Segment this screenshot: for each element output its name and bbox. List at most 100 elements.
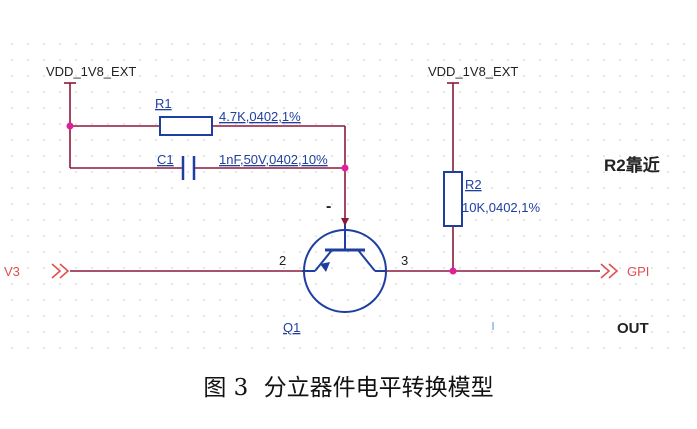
r1-resistor	[159, 116, 213, 136]
grid-dot	[251, 331, 253, 333]
grid-dot	[587, 347, 589, 349]
grid-dot	[555, 43, 557, 45]
grid-dot	[411, 267, 413, 269]
grid-dot	[123, 331, 125, 333]
grid-dot	[203, 59, 205, 61]
grid-dot	[235, 43, 237, 45]
grid-dot	[683, 299, 685, 301]
grid-dot	[187, 299, 189, 301]
junction-dot	[66, 122, 74, 130]
grid-dot	[139, 59, 141, 61]
grid-dot	[283, 315, 285, 317]
grid-dot	[635, 75, 637, 77]
grid-dot	[539, 331, 541, 333]
grid-dot	[219, 139, 221, 141]
r2-ref: R2	[465, 177, 482, 192]
grid-dot	[395, 267, 397, 269]
grid-dot	[123, 315, 125, 317]
grid-dot	[395, 331, 397, 333]
grid-dot	[283, 171, 285, 173]
grid-dot	[539, 171, 541, 173]
grid-dot	[107, 347, 109, 349]
grid-dot	[667, 43, 669, 45]
grid-dot	[587, 187, 589, 189]
grid-dot	[571, 251, 573, 253]
grid-dot	[491, 283, 493, 285]
grid-dot	[91, 59, 93, 61]
grid-dot	[459, 123, 461, 125]
grid-dot	[443, 251, 445, 253]
grid-dot	[523, 219, 525, 221]
grid-dot	[363, 315, 365, 317]
grid-dot	[587, 219, 589, 221]
grid-dot	[523, 139, 525, 141]
grid-dot	[475, 59, 477, 61]
grid-dot	[27, 203, 29, 205]
grid-dot	[171, 299, 173, 301]
grid-dot	[107, 315, 109, 317]
grid-dot	[555, 331, 557, 333]
grid-dot	[507, 59, 509, 61]
grid-dot	[123, 75, 125, 77]
grid-dot	[347, 75, 349, 77]
grid-dot	[267, 251, 269, 253]
grid-dot	[187, 235, 189, 237]
grid-dot	[603, 283, 605, 285]
grid-dot	[107, 219, 109, 221]
grid-dot	[203, 347, 205, 349]
grid-dot	[395, 123, 397, 125]
grid-dot	[443, 75, 445, 77]
grid-dot	[139, 315, 141, 317]
grid-dot	[283, 203, 285, 205]
grid-dot	[267, 235, 269, 237]
grid-dot	[283, 235, 285, 237]
grid-dot	[91, 299, 93, 301]
grid-dot	[219, 283, 221, 285]
grid-dot	[11, 331, 13, 333]
grid-dot	[59, 171, 61, 173]
grid-dot	[219, 171, 221, 173]
grid-dot	[59, 139, 61, 141]
grid-dot	[523, 235, 525, 237]
grid-dot	[219, 59, 221, 61]
grid-dot	[315, 315, 317, 317]
grid-dot	[235, 251, 237, 253]
grid-dot	[267, 155, 269, 157]
grid-dot	[75, 123, 77, 125]
grid-dot	[235, 91, 237, 93]
grid-dot	[91, 91, 93, 93]
grid-dot	[395, 347, 397, 349]
grid-dot	[363, 331, 365, 333]
grid-dot	[603, 235, 605, 237]
grid-dot	[395, 315, 397, 317]
grid-dot	[155, 91, 157, 93]
grid-dot	[139, 155, 141, 157]
grid-dot	[427, 59, 429, 61]
grid-dot	[667, 107, 669, 109]
grid-dot	[91, 347, 93, 349]
grid-dot	[299, 283, 301, 285]
grid-dot	[491, 139, 493, 141]
grid-dot	[555, 251, 557, 253]
grid-dot	[235, 235, 237, 237]
grid-dot	[107, 91, 109, 93]
grid-dot	[203, 251, 205, 253]
grid-dot	[491, 107, 493, 109]
grid-dot	[203, 267, 205, 269]
side-note-top: R2靠近	[604, 155, 660, 175]
grid-dot	[603, 347, 605, 349]
grid-dot	[683, 107, 685, 109]
grid-dot	[11, 235, 13, 237]
grid-dot	[363, 155, 365, 157]
grid-dot	[587, 251, 589, 253]
grid-dot	[683, 347, 685, 349]
grid-dot	[459, 91, 461, 93]
grid-dot	[59, 299, 61, 301]
grid-dot	[363, 299, 365, 301]
grid-dot	[299, 235, 301, 237]
grid-dot	[347, 59, 349, 61]
grid-dot	[219, 315, 221, 317]
grid-dot	[459, 235, 461, 237]
grid-dot	[651, 75, 653, 77]
grid-dot	[203, 203, 205, 205]
